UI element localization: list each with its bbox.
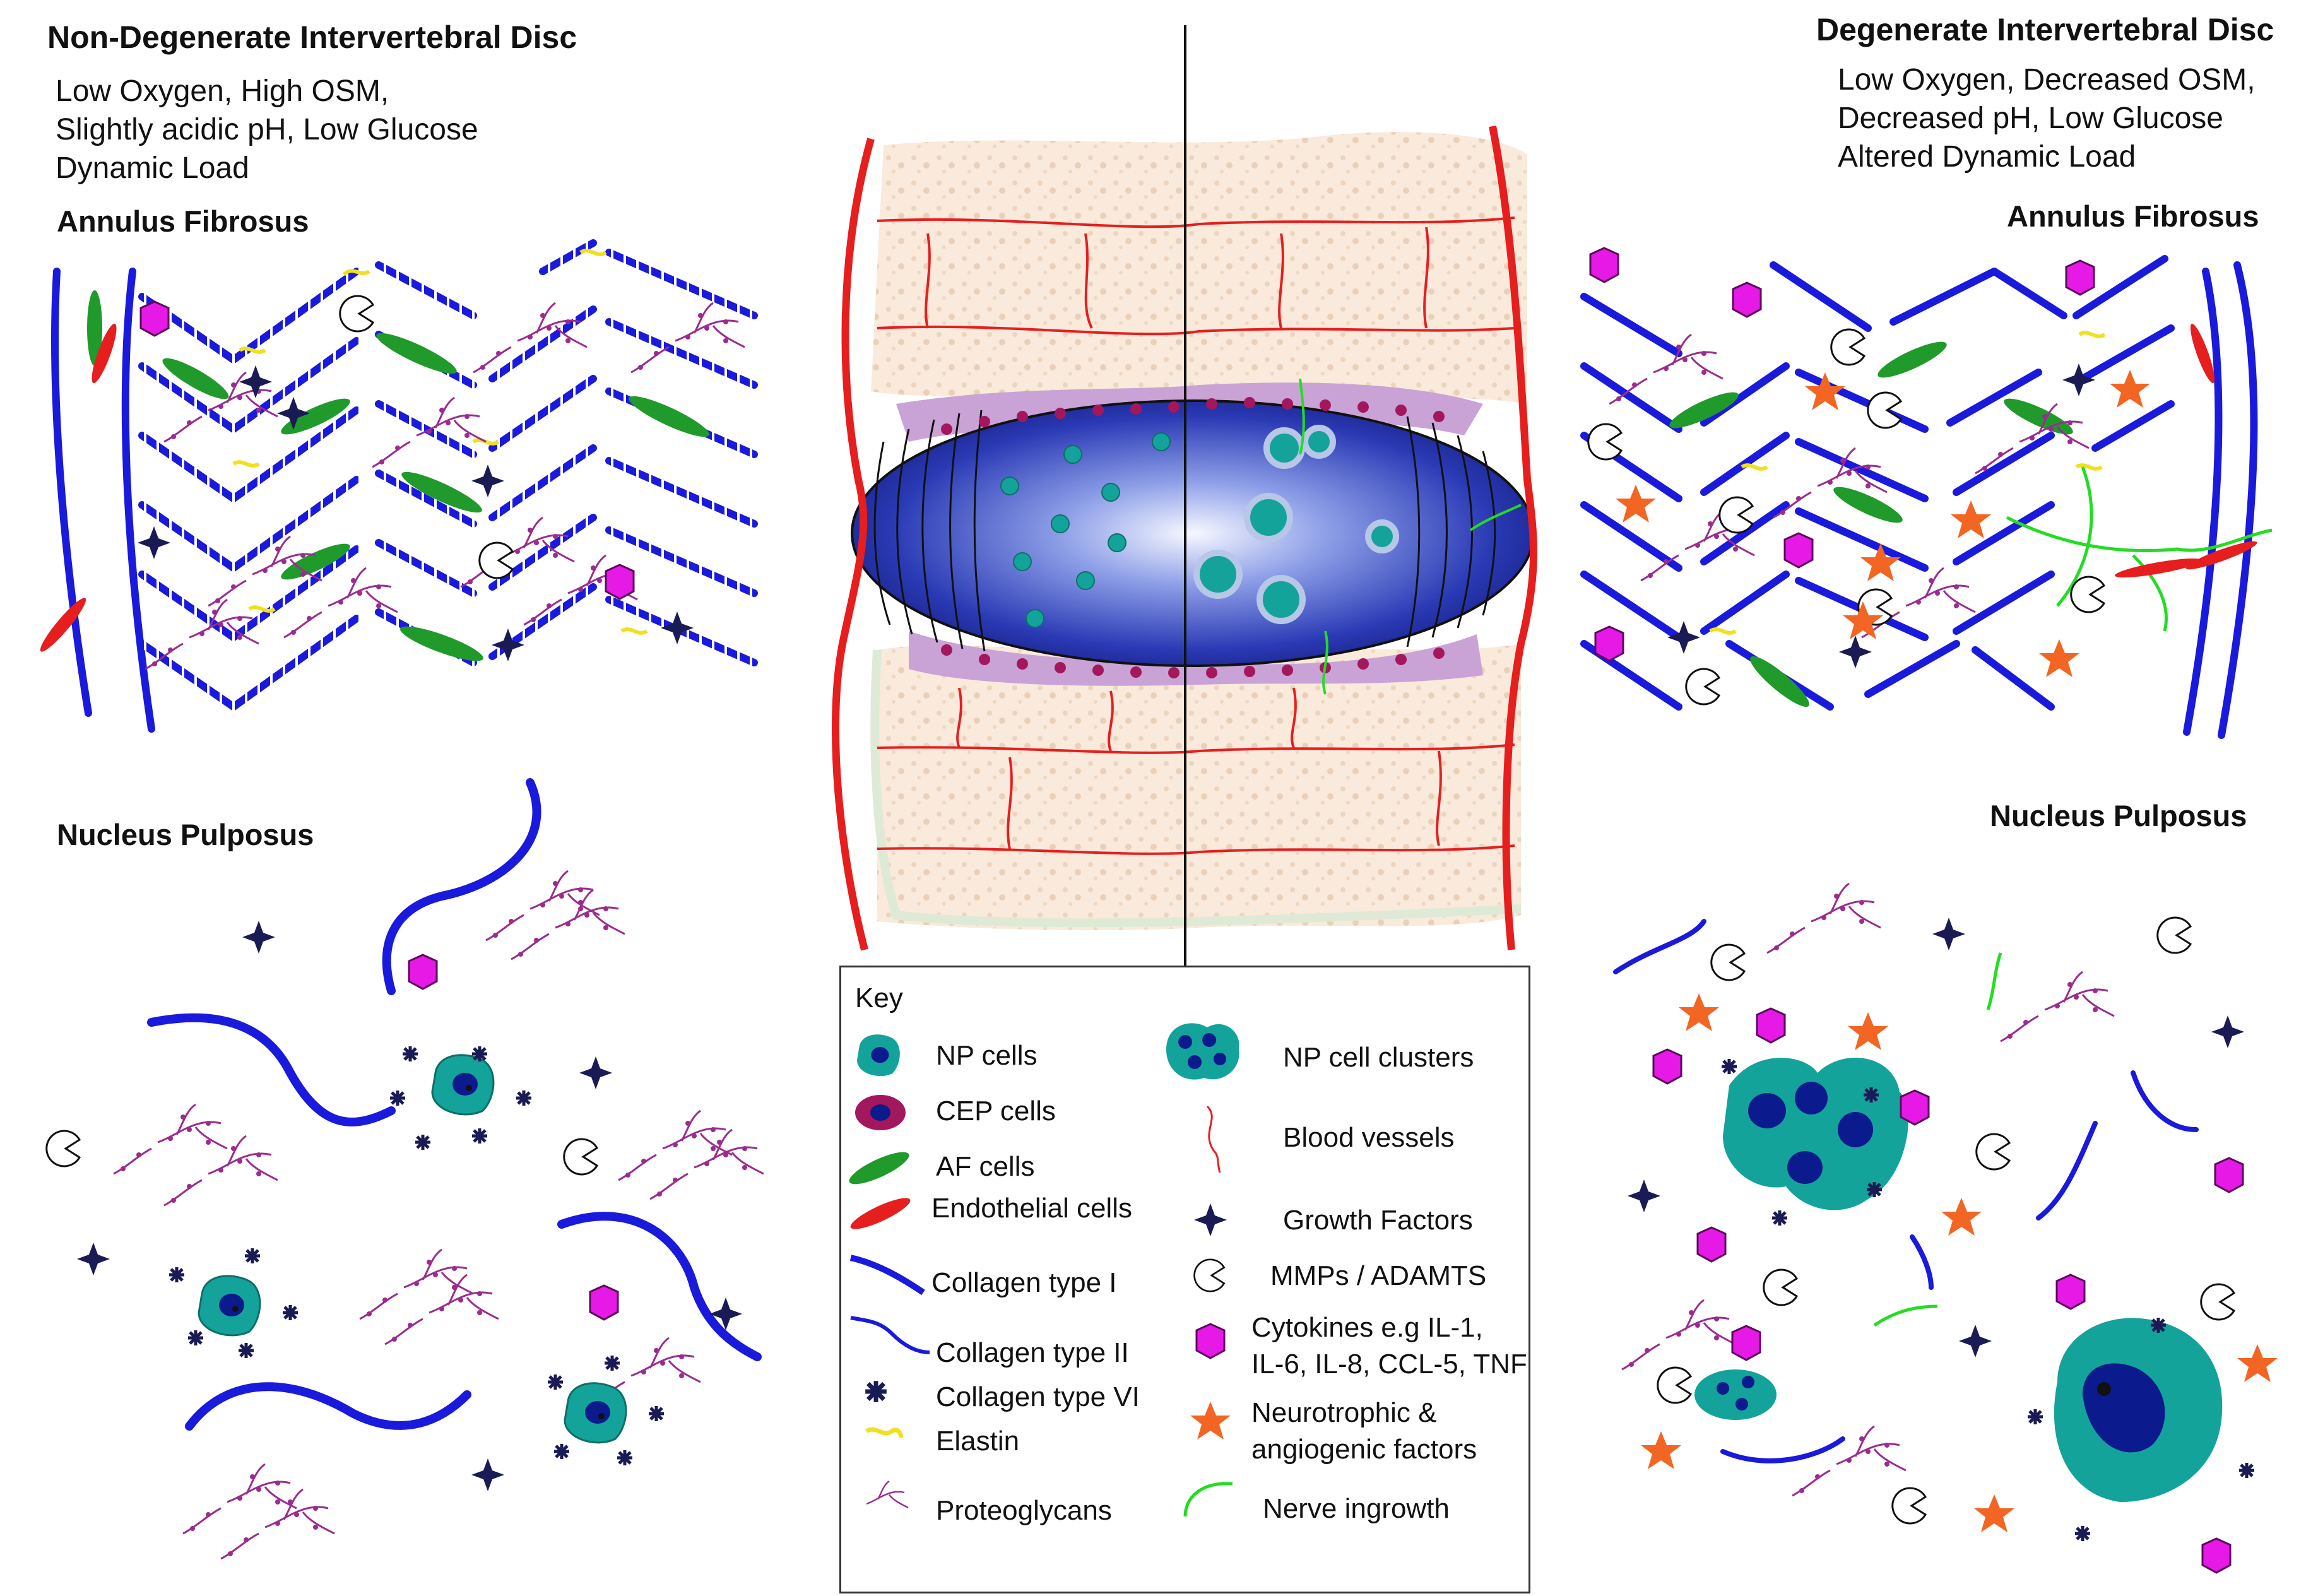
vertebral-body-lower bbox=[870, 644, 1522, 931]
key-label-nerve-ingrowth: Nerve ingrowth bbox=[1263, 1493, 1450, 1524]
elastin-icon bbox=[865, 1427, 904, 1438]
proteoglycan-icon bbox=[866, 1481, 909, 1509]
nerve-ingrowth-icon bbox=[1183, 1482, 1233, 1517]
key-label-mmps: MMPs / ADAMTS bbox=[1270, 1260, 1487, 1291]
growth-factor-icon bbox=[1194, 1203, 1227, 1236]
collagen-type-1-icon bbox=[849, 1255, 925, 1296]
right-np-large-cell bbox=[2054, 1318, 2223, 1502]
left-af-label: Annulus Fibrosus bbox=[57, 204, 309, 238]
key-label-cytokines-1: Cytokines e.g IL-1, bbox=[1251, 1312, 1483, 1343]
right-af-collagen-fibers bbox=[1580, 255, 2258, 739]
right-condition-1: Low Oxygen, Decreased OSM, bbox=[1838, 63, 2256, 97]
right-af-endothelial-cells bbox=[2115, 323, 2257, 578]
right-af-cells bbox=[1669, 341, 2073, 707]
key-label-proteoglycans: Proteoglycans bbox=[936, 1495, 1112, 1526]
right-af-label: Annulus Fibrosus bbox=[2007, 199, 2259, 233]
right-af-elastin bbox=[1709, 331, 2106, 635]
neurotrophic-factor-icon bbox=[1190, 1402, 1231, 1439]
right-np-collagen-fibers bbox=[1613, 919, 2199, 1463]
left-title: Non-Degenerate Intervertebral Disc bbox=[47, 20, 577, 55]
key-label-neurotrophic-1: Neurotrophic & bbox=[1251, 1397, 1437, 1428]
key-icons bbox=[849, 1023, 1239, 1517]
blood-vessel-icon bbox=[1206, 1105, 1221, 1173]
np-cell-cluster-icon bbox=[1166, 1023, 1239, 1080]
annulus-lamellae bbox=[873, 410, 1496, 652]
right-np-cell-cluster bbox=[1723, 1058, 1908, 1210]
left-np-collagen-fibers bbox=[147, 778, 762, 1431]
vertebra-outline-right bbox=[1489, 125, 1537, 950]
right-af-nerve-ingrowth bbox=[2006, 466, 2273, 632]
key-label-growth-factors: Growth Factors bbox=[1283, 1205, 1473, 1236]
left-np-label: Nucleus Pulposus bbox=[57, 818, 314, 851]
key-label-np-cell-clusters: NP cell clusters bbox=[1283, 1042, 1474, 1073]
key-label-collagen-type-2: Collagen type II bbox=[936, 1337, 1129, 1368]
left-condition-3: Dynamic Load bbox=[56, 151, 249, 185]
collagen-type-2-icon bbox=[850, 1316, 930, 1354]
key-label-cytokines-2: IL-6, IL-8, CCL-5, TNF bbox=[1251, 1349, 1527, 1380]
cep-cell-icon bbox=[855, 1095, 906, 1130]
left-condition-2: Slightly acidic pH, Low Glucose bbox=[56, 113, 478, 146]
disc-cep-cells bbox=[941, 397, 1445, 678]
collagen-type-6-icon bbox=[865, 1381, 887, 1402]
af-cell-icon bbox=[849, 1152, 909, 1185]
key-label-blood-vessels: Blood vessels bbox=[1283, 1122, 1455, 1153]
key-label-np-cells: NP cells bbox=[936, 1040, 1038, 1071]
key-label-elastin: Elastin bbox=[936, 1426, 1020, 1457]
right-np-small-cluster bbox=[1694, 1369, 1777, 1420]
key-legend: Key bbox=[839, 966, 1530, 1593]
cartilage-endplate-lower bbox=[909, 631, 1483, 686]
key-title: Key bbox=[855, 983, 903, 1014]
key-label-collagen-type-6: Collagen type VI bbox=[936, 1381, 1140, 1412]
np-cell-icon bbox=[857, 1034, 900, 1077]
left-condition-1: Low Oxygen, High OSM, bbox=[56, 74, 389, 108]
key-label-af-cells: AF cells bbox=[936, 1151, 1035, 1182]
left-np-markers bbox=[45, 921, 742, 1491]
key-label-neurotrophic-2: angiogenic factors bbox=[1251, 1434, 1477, 1465]
mmp-icon bbox=[1193, 1258, 1226, 1292]
right-condition-3: Altered Dynamic Load bbox=[1838, 140, 2136, 174]
right-title: Degenerate Intervertebral Disc bbox=[1816, 12, 2274, 47]
key-label-collagen-type-1: Collagen type I bbox=[931, 1267, 1117, 1298]
vertebral-body-upper bbox=[871, 132, 1527, 405]
disc-np-cells bbox=[1000, 432, 1171, 628]
endothelial-cell-icon bbox=[850, 1198, 911, 1229]
right-np-nerve bbox=[1873, 952, 2002, 1327]
left-af-cells bbox=[87, 290, 709, 661]
key-label-endothelial-cells: Endothelial cells bbox=[931, 1193, 1132, 1224]
left-conditions: Low Oxygen, High OSM, Slightly acidic pH… bbox=[56, 72, 478, 187]
left-af-endothelial-cells bbox=[40, 323, 117, 652]
key-label-cep-cells: CEP cells bbox=[936, 1096, 1056, 1126]
disc-nerve-ingrowth bbox=[1299, 378, 1522, 695]
vertebra-outline-left bbox=[831, 138, 875, 951]
cytokine-icon bbox=[1195, 1323, 1226, 1359]
left-af-elastin bbox=[232, 249, 648, 635]
right-conditions: Low Oxygen, Decreased OSM, Decreased pH,… bbox=[1838, 61, 2256, 176]
left-af-collagen-fibers bbox=[51, 239, 758, 733]
left-np-proteoglycans bbox=[112, 870, 765, 1560]
blood-vessels bbox=[877, 216, 1515, 855]
intervertebral-disc bbox=[851, 399, 1535, 667]
right-condition-2: Decreased pH, Low Glucose bbox=[1838, 102, 2223, 135]
right-np-label: Nucleus Pulposus bbox=[1990, 799, 2247, 832]
